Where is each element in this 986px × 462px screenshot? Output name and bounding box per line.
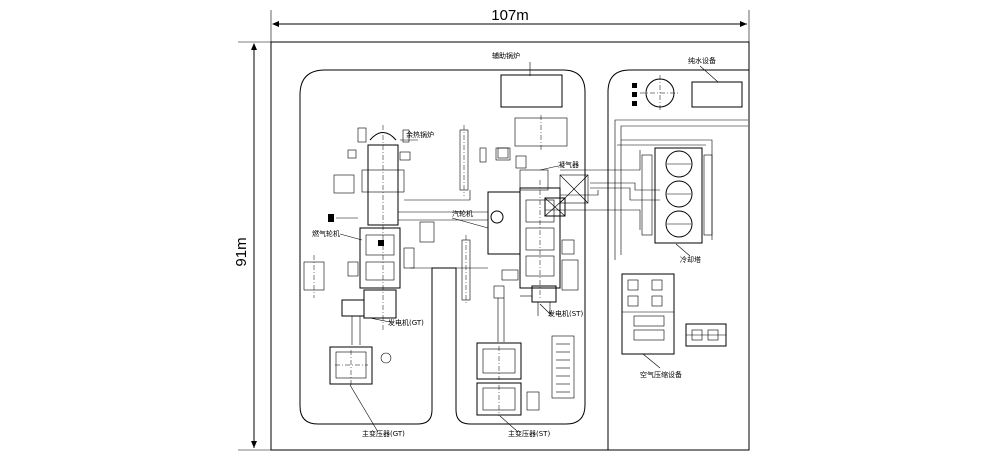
gas-turbine-label: 燃气轮机 (312, 229, 340, 238)
generator-st-label: 发电机(ST) (548, 309, 583, 318)
aux-boiler-unit (500, 74, 563, 108)
transformer-gt-label: 主变压器(GT) (362, 429, 405, 438)
height-dimension: 91m (233, 41, 271, 451)
generator-gt-label: 发电机(GT) (388, 318, 424, 327)
air-compressor-label: 空气压缩设备 (640, 370, 682, 379)
width-label: 107m (491, 7, 529, 24)
cooling-tower-label: 冷却塔 (680, 255, 701, 264)
small-pumps (632, 83, 637, 106)
aux-boiler-label: 辅助锅炉 (492, 51, 520, 60)
st-generator (493, 285, 557, 342)
height-label: 91m (233, 237, 250, 266)
steam-turbine-hall (487, 115, 589, 300)
transformer-st (476, 335, 575, 433)
pure-water-label: 纯水设备 (688, 56, 716, 65)
utility-zone-outline (607, 69, 750, 451)
main-piping (398, 190, 488, 269)
transformer-st-label: 主变压器(ST) (508, 429, 550, 438)
pure-water-unit (691, 81, 743, 108)
piping-network (545, 119, 748, 260)
width-dimension: 107m (270, 7, 750, 42)
air-compressor-equipment (621, 273, 675, 369)
gas-turbine-unit (328, 214, 415, 319)
condenser-label: 凝气器 (558, 160, 579, 169)
main-zone-outline (299, 69, 586, 425)
control-cabinet (685, 323, 727, 347)
hrsg-label: 余热锅炉 (406, 130, 434, 139)
site-boundary (270, 41, 750, 451)
steam-turbine-label: 汽轮机 (452, 209, 473, 218)
gt-generator (341, 299, 391, 345)
cooling-tower (641, 147, 713, 244)
transformer-gt (329, 346, 392, 433)
